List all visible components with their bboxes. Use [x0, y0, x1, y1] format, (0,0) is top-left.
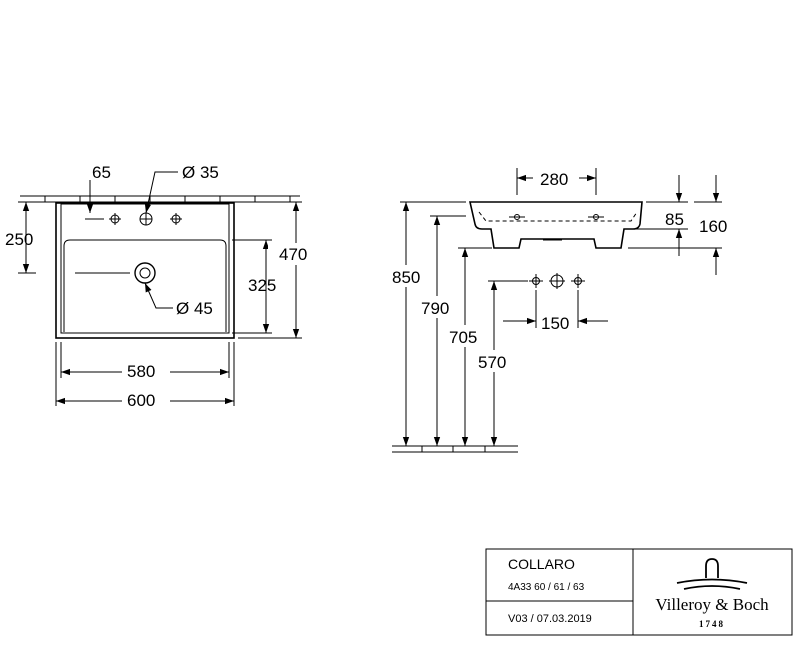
tap-hole-right — [170, 213, 182, 225]
version-date: V03 / 07.03.2019 — [508, 613, 592, 625]
dim-label-150: 150 — [541, 314, 569, 333]
dim-label-570: 570 — [478, 353, 506, 372]
dim-label-790: 790 — [421, 299, 449, 318]
plan-view — [18, 171, 302, 406]
basin-rim-dashed — [478, 211, 638, 222]
dim-label-470: 470 — [279, 245, 307, 264]
tap-hole-left — [109, 213, 121, 225]
dim-label-85: 85 — [665, 210, 684, 229]
drain — [75, 262, 156, 284]
plan-view-labels: 65 Ø 35 250 470 325 Ø 45 580 600 — [5, 163, 307, 410]
basin-outer-outline — [55, 202, 235, 339]
basin-side-outline — [468, 201, 643, 249]
dim-label-160: 160 — [699, 217, 727, 236]
dim-label-280: 280 — [540, 170, 568, 189]
floor-strip — [392, 445, 518, 453]
dim-label-diameter-35: Ø 35 — [182, 163, 219, 182]
dim-label-diameter-45: Ø 45 — [176, 299, 213, 318]
side-view-labels: 280 85 160 850 790 705 570 150 — [391, 167, 727, 372]
tap-hole-center — [139, 212, 153, 226]
dim-label-65: 65 — [92, 163, 111, 182]
supply-connection-symbols — [529, 273, 585, 289]
title-block: COLLARO 4A33 60 / 61 / 63 V03 / 07.03.20… — [485, 548, 793, 636]
dim-label-580: 580 — [127, 362, 155, 381]
dim-label-600: 600 — [127, 391, 155, 410]
dim-label-850: 850 — [392, 268, 420, 287]
dim-label-250: 250 — [5, 230, 33, 249]
bowl-outline — [63, 239, 227, 332]
fountain-icon — [676, 558, 748, 590]
brand-year: 1748 — [699, 619, 725, 629]
article-numbers: 4A33 60 / 61 / 63 — [508, 582, 585, 593]
brand-name: Villeroy & Boch — [655, 595, 769, 614]
brand-logo: Villeroy & Boch 1748 — [655, 558, 769, 629]
product-name: COLLARO — [508, 556, 575, 572]
dim-label-325: 325 — [248, 276, 276, 295]
wall-strip-plan — [20, 195, 300, 203]
dim-label-705: 705 — [449, 328, 477, 347]
